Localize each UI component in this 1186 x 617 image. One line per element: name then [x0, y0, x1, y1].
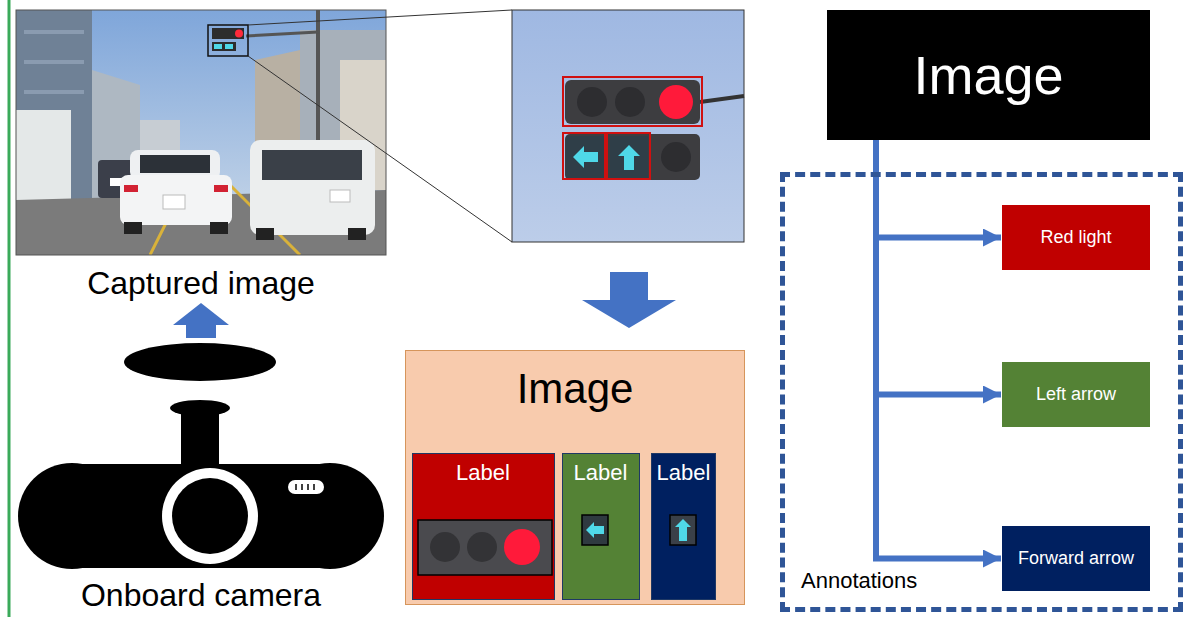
street-photo — [210, 222, 228, 234]
node-text: Label — [574, 460, 628, 485]
zoom-panel — [615, 87, 645, 117]
zoom-lines — [248, 10, 512, 25]
annotation-region: Annotations Red lightLeft arrowForward ar… — [780, 172, 1183, 612]
street-photo — [163, 195, 185, 209]
node-text: Onboard camera — [81, 577, 321, 614]
tree-connector — [876, 140, 1001, 395]
street-photo — [24, 30, 84, 34]
street-photo — [140, 155, 210, 173]
street-photo — [330, 190, 350, 202]
annotation-box: Left arrow — [1002, 362, 1150, 427]
label-box: Label — [562, 453, 640, 600]
tree-connector — [876, 140, 1001, 559]
street-photo — [124, 222, 142, 234]
camera-icon — [295, 484, 297, 490]
red-light-thumbnail — [418, 520, 552, 575]
node-text: Captured image — [87, 265, 315, 302]
street-photo — [208, 25, 248, 56]
node-text: Label — [657, 460, 711, 485]
red-light-thumbnail — [504, 529, 540, 565]
camera-icon — [288, 480, 324, 494]
camera-icon — [172, 478, 248, 554]
annotation-box: Red light — [1002, 205, 1150, 270]
left-arrow-thumbnail — [586, 522, 604, 538]
street-photo — [24, 60, 84, 64]
image-header-box: Image — [827, 10, 1150, 140]
street-photo — [124, 185, 138, 192]
zoom-panel — [607, 133, 650, 179]
node-text: Image — [517, 365, 634, 413]
left-arrow-thumbnail — [582, 515, 608, 545]
street-photo — [235, 30, 243, 38]
node-text: Left arrow — [1036, 384, 1116, 405]
street-photo — [246, 32, 318, 36]
forward-arrow-thumbnail — [670, 515, 696, 545]
zoom-panel — [512, 10, 744, 242]
red-light-thumbnail — [467, 532, 497, 562]
zoom-panel — [566, 136, 604, 178]
street-photo — [225, 44, 233, 49]
camera-node: Onboard camera — [16, 338, 386, 614]
zoom-lines — [248, 10, 512, 242]
zoom-panel — [573, 146, 598, 168]
zoom-panel — [610, 136, 648, 178]
forward-arrow-thumbnail — [670, 515, 696, 545]
camera-icon — [276, 463, 384, 569]
zoom-panel — [618, 145, 640, 170]
red-light-thumbnail — [418, 520, 552, 575]
camera-icon — [18, 343, 384, 569]
street-photo — [212, 28, 244, 39]
zoom-lines — [248, 56, 512, 242]
forward-arrow-thumbnail — [675, 519, 691, 541]
node-text: Forward arrow — [1018, 548, 1134, 569]
camera-icon — [181, 410, 219, 466]
street-photo — [250, 140, 375, 235]
camera-icon — [124, 343, 276, 381]
node-text: Image — [913, 44, 1063, 106]
street-photo — [256, 228, 274, 240]
zoom-panel — [700, 96, 744, 102]
street-photo — [120, 175, 232, 225]
node-text: Annotations — [801, 568, 917, 593]
street-photo — [214, 185, 228, 192]
node-text: Label — [456, 460, 510, 485]
left-arrow-thumbnail — [582, 515, 608, 545]
street-photo — [262, 150, 362, 180]
zoom-panel — [512, 10, 744, 242]
label-box: Label — [651, 453, 716, 600]
camera-icon — [313, 484, 315, 490]
red-light-thumbnail — [430, 532, 460, 562]
street-photo — [16, 10, 386, 255]
tree-connector — [876, 140, 1001, 238]
photo-node: Captured image — [16, 10, 386, 302]
street-photo — [214, 44, 222, 49]
zoom-panel — [661, 142, 691, 172]
zoom-panel — [565, 134, 700, 180]
image-box: ImageLabel Label Label — [405, 350, 745, 605]
edge-rule — [8, 0, 11, 617]
down-block-arrow — [582, 272, 676, 328]
camera-icon — [18, 463, 126, 569]
label-box: Label — [412, 453, 555, 600]
camera-icon — [162, 468, 258, 564]
street-photo — [212, 42, 236, 51]
node-text: Red light — [1040, 227, 1111, 248]
zoom-panel — [563, 133, 605, 179]
zoom-panel — [659, 85, 693, 119]
street-photo — [16, 10, 386, 255]
street-photo — [348, 228, 366, 240]
zoom-panel — [565, 80, 700, 124]
annotation-box: Forward arrow — [1002, 526, 1150, 591]
camera-icon — [301, 484, 303, 490]
street-photo — [24, 90, 84, 94]
camera-icon — [307, 484, 309, 490]
photo-frame — [16, 10, 386, 255]
zoom-panel — [577, 87, 607, 117]
zoom-panel — [563, 77, 702, 126]
block-arrow — [173, 303, 229, 338]
